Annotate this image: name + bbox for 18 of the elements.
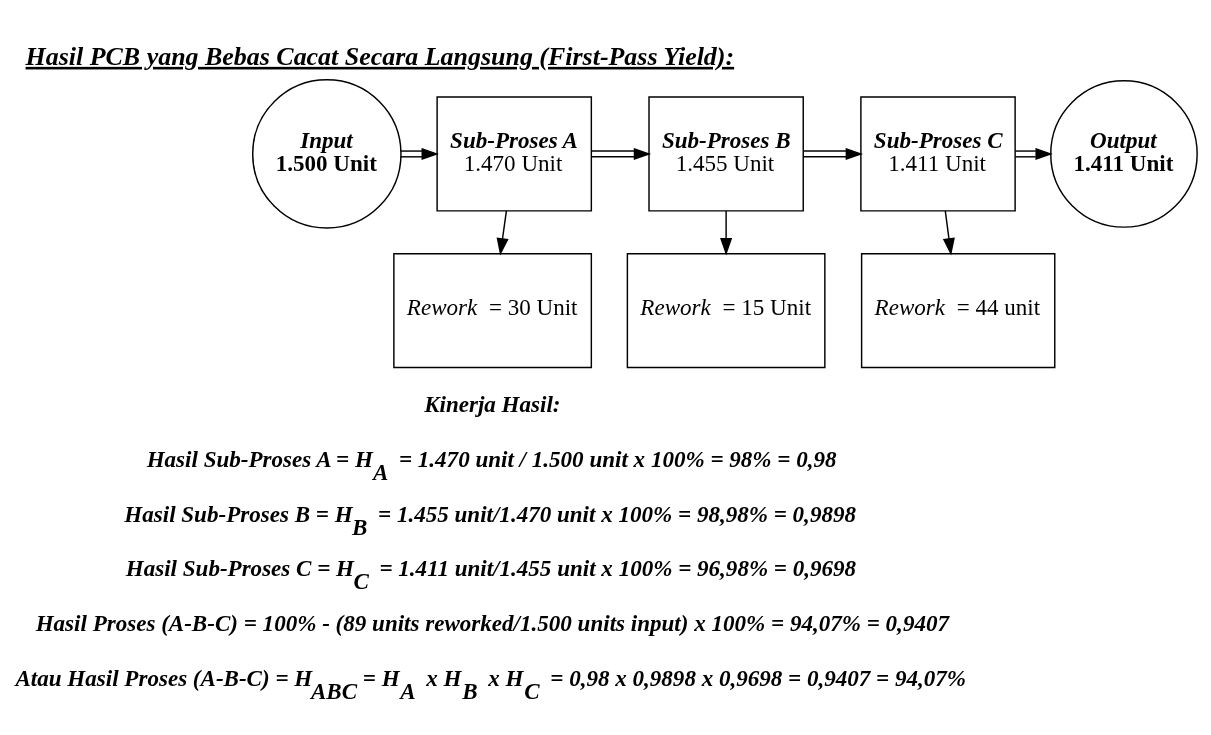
node-box: Sub-Proses A 1.470 Unit	[436, 95, 593, 212]
arrow	[802, 147, 863, 160]
label: Hasil Proses (A-B-C) = 100% - (89 units reworked/1.500 units input) x 100% = 94,07% = 0,9407	[35, 609, 949, 636]
arrow	[720, 209, 733, 255]
node-box: Rework = 15 Unit	[626, 252, 826, 368]
node-box: Rework = 30 Unit	[393, 252, 593, 368]
arrow	[496, 209, 509, 255]
node-circle: Input 1.500 Unit	[252, 78, 402, 229]
node-circle: Output 1.411 Unit	[1050, 79, 1198, 228]
arrow	[590, 147, 652, 160]
arrow	[942, 209, 955, 255]
node-box: Rework = 44 unit	[860, 252, 1056, 368]
label: Kinerja Hasil:	[424, 390, 561, 417]
arrow	[400, 147, 439, 160]
arrow	[1014, 147, 1053, 160]
node-box: Sub-Proses C 1.411 Unit	[860, 95, 1016, 212]
diagram-title: Hasil PCB yang Bebas Cacat Secara Langsung (First-Pass Yield):	[25, 41, 735, 71]
node-box: Sub-Proses B 1.455 Unit	[648, 95, 804, 212]
